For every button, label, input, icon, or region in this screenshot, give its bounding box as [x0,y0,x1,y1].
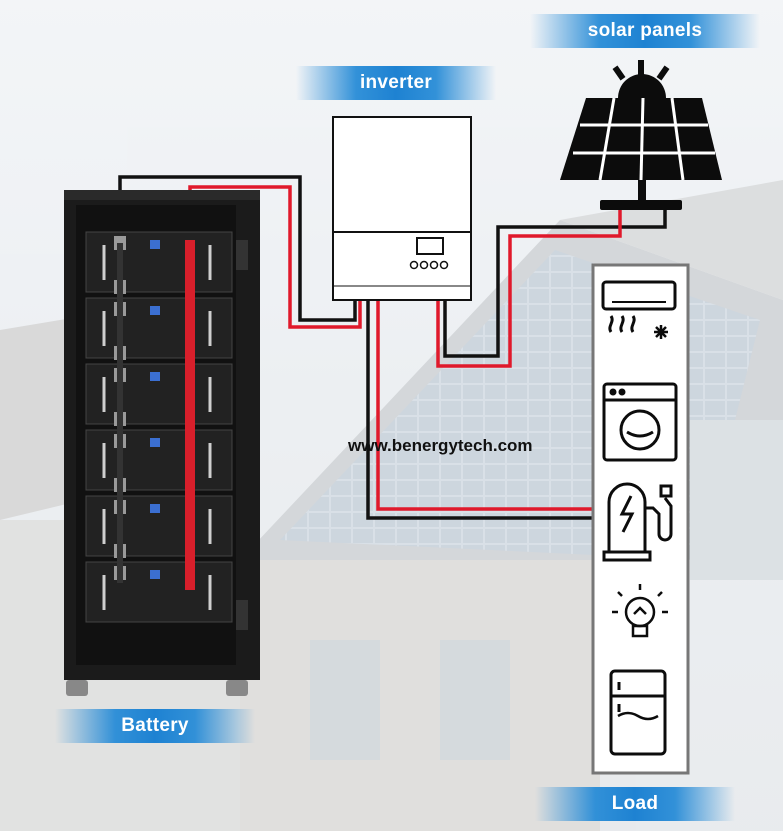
inverter-label: inverter [296,66,496,100]
inverter-unit [332,116,472,301]
solar-panel-icon [560,60,722,210]
air-conditioner-icon [601,280,677,339]
washing-machine-icon [602,382,678,462]
website-url: www.benergytech.com [348,436,533,455]
load-label: Load [535,787,735,821]
inverter-load-red-wire [376,300,595,511]
battery-label: Battery [55,709,255,743]
solar-panels-label: solar panels [530,14,760,48]
ev-charger-icon [602,482,673,562]
battery-inverter-black-wire [118,175,357,322]
inverter-solar-red-wire [436,208,622,368]
battery-cabinet [64,190,260,696]
refrigerator-icon [609,669,667,756]
light-bulb-icon [612,584,668,638]
inverter-load-black-wire [366,300,595,520]
inverter-solar-black-wire [443,208,667,358]
